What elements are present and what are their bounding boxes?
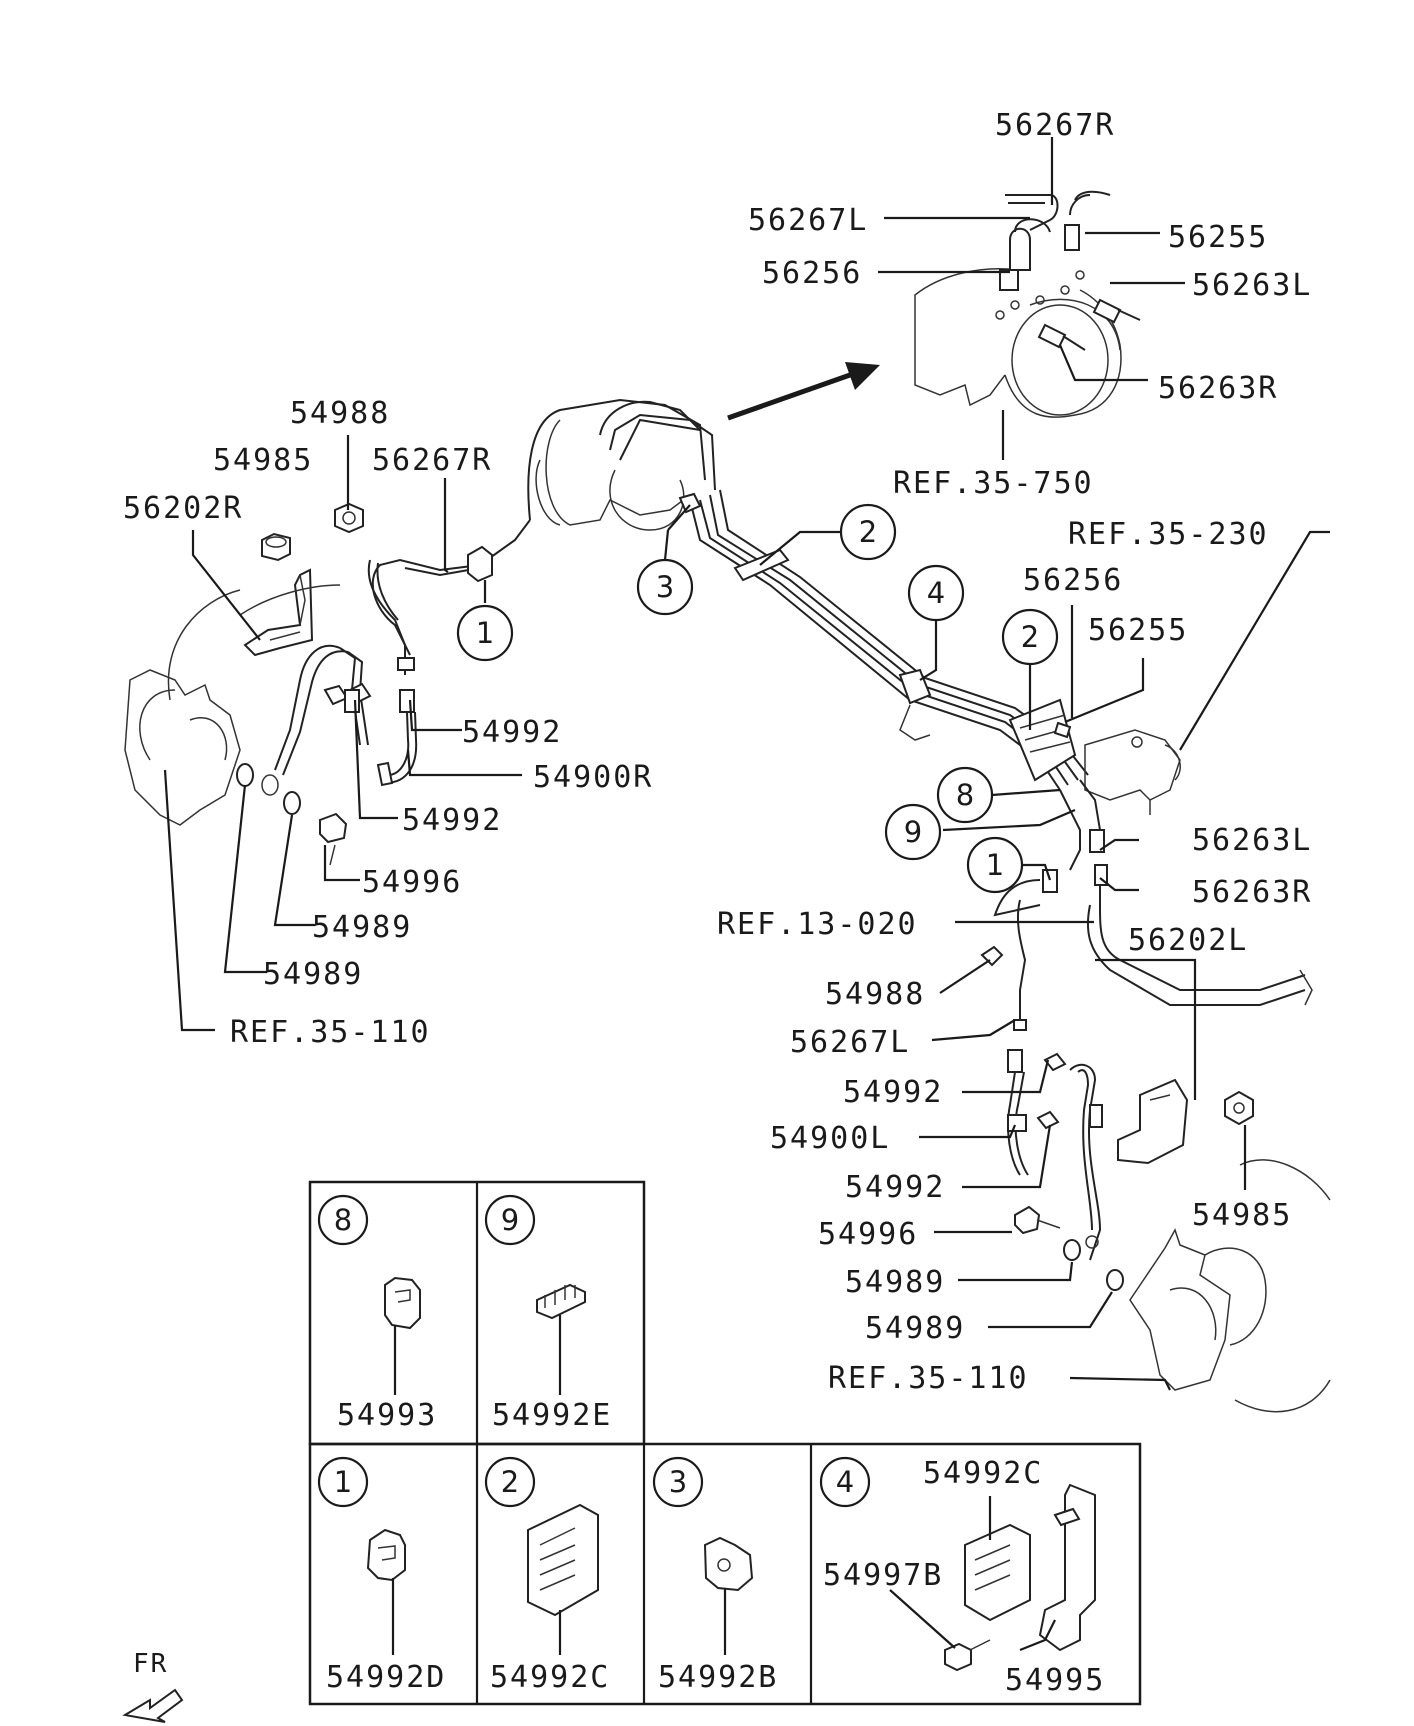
label-right-54992-b: 54992: [845, 1170, 945, 1205]
label-right-54988: 54988: [825, 977, 925, 1012]
label-left-54996: 54996: [362, 865, 462, 900]
inset-9-part-label: 54992E: [492, 1398, 612, 1433]
svg-text:1: 1: [334, 1465, 352, 1499]
right-leaders: [919, 530, 1330, 1391]
direction-arrow: [727, 362, 880, 421]
right-pipe-section: [980, 779, 1313, 1031]
right-hose-assembly: [1007, 1049, 1331, 1413]
label-left-54989-b: 54989: [263, 957, 363, 992]
svg-text:2: 2: [501, 1465, 519, 1499]
svg-text:3: 3: [669, 1465, 687, 1499]
label-top-56263R: 56263R: [1158, 371, 1278, 406]
label-left-54988: 54988: [290, 396, 390, 431]
label-right-54989-a: 54989: [845, 1265, 945, 1300]
label-right-56263R: 56263R: [1192, 875, 1312, 910]
inset-1-part-label: 54992D: [326, 1660, 446, 1695]
label-left-54989-a: 54989: [312, 910, 412, 945]
front-direction-indicator: FR: [122, 1649, 184, 1723]
svg-text:2: 2: [1021, 620, 1039, 654]
svg-text:8: 8: [334, 1203, 352, 1237]
label-right-ref-35-110: REF.35-110: [828, 1361, 1029, 1396]
svg-text:4: 4: [927, 576, 945, 610]
label-right-54985: 54985: [1192, 1198, 1292, 1233]
label-right-54992-a: 54992: [843, 1075, 943, 1110]
inset-3-part-label: 54992B: [658, 1660, 778, 1695]
label-top-56256: 56256: [762, 256, 862, 291]
label-top-56267R: 56267R: [995, 108, 1115, 143]
proportioning-valve-drawing: [1053, 721, 1181, 815]
svg-text:1: 1: [476, 616, 494, 650]
label-left-ref-35-110: REF.35-110: [230, 1015, 431, 1050]
inset-panel-4: 4 54992C 54997B 54995: [819, 1456, 1105, 1698]
label-right-56202L: 56202L: [1128, 923, 1248, 958]
svg-text:2: 2: [859, 515, 877, 549]
svg-text:4: 4: [836, 1465, 854, 1499]
label-left-54900R: 54900R: [533, 760, 653, 795]
label-left-54985: 54985: [213, 443, 313, 478]
callout-circle-1-left: 1: [456, 604, 514, 662]
inset-panel-1: 1 54992D: [317, 1456, 446, 1695]
svg-text:3: 3: [656, 570, 674, 604]
inset-4-part-label-54992C: 54992C: [923, 1456, 1043, 1491]
inset-panel-8: 8 54993: [317, 1194, 437, 1433]
callout-circle-4: 4: [907, 564, 965, 622]
inset-panels: 8 54993 9 54992E 1 54992D 2: [308, 1180, 1142, 1706]
top-unit-leaders: [878, 137, 1185, 460]
label-right-56255: 56255: [1088, 613, 1188, 648]
label-left-54992-b: 54992: [402, 803, 502, 838]
hydraulic-unit-drawing: [914, 190, 1141, 418]
label-right-56256: 56256: [1023, 563, 1123, 598]
label-left-56267R: 56267R: [372, 443, 492, 478]
svg-text:1: 1: [986, 848, 1004, 882]
svg-text:8: 8: [956, 778, 974, 812]
part-labels: 56267R 56267L 56255 56256 56263L 56263R …: [123, 108, 1312, 1396]
label-top-56263L: 56263L: [1192, 268, 1312, 303]
label-ref-35-750: REF.35-750: [893, 466, 1094, 501]
label-right-54989-b: 54989: [865, 1311, 965, 1346]
inset-8-part-label: 54993: [337, 1398, 437, 1433]
label-right-56263L: 56263L: [1192, 823, 1312, 858]
inset-panel-2: 2 54992C: [484, 1456, 610, 1695]
callout-leaders: [483, 504, 1076, 881]
inset-2-part-label: 54992C: [490, 1660, 610, 1695]
fr-label: FR: [133, 1649, 168, 1679]
label-ref-13-020: REF.13-020: [717, 907, 918, 942]
svg-text:9: 9: [501, 1203, 519, 1237]
label-top-56255: 56255: [1168, 220, 1268, 255]
inset-panel-9: 9 54992E: [484, 1194, 612, 1433]
callout-circle-2-mid: 2: [1001, 608, 1059, 666]
svg-text:9: 9: [904, 815, 922, 849]
inset-4-part-label-54997B: 54997B: [823, 1558, 943, 1593]
label-top-56267L: 56267L: [748, 203, 868, 238]
inset-4-part-label-54995: 54995: [1005, 1663, 1105, 1698]
callout-circle-9: 9: [884, 803, 942, 861]
callout-circle-1-right: 1: [966, 836, 1024, 894]
label-left-54992-a: 54992: [462, 715, 562, 750]
label-right-54900L: 54900L: [770, 1121, 890, 1156]
left-leaders: [163, 435, 522, 1032]
label-right-56267L: 56267L: [790, 1025, 910, 1060]
label-left-56202R: 56202R: [123, 491, 243, 526]
callout-circle-3: 3: [636, 558, 694, 616]
label-ref-35-230: REF.35-230: [1068, 517, 1269, 552]
inset-panel-3: 3 54992B: [652, 1456, 778, 1695]
callout-circle-8: 8: [936, 766, 994, 824]
callout-circle-2-top: 2: [839, 503, 897, 561]
label-right-54996: 54996: [818, 1217, 918, 1252]
